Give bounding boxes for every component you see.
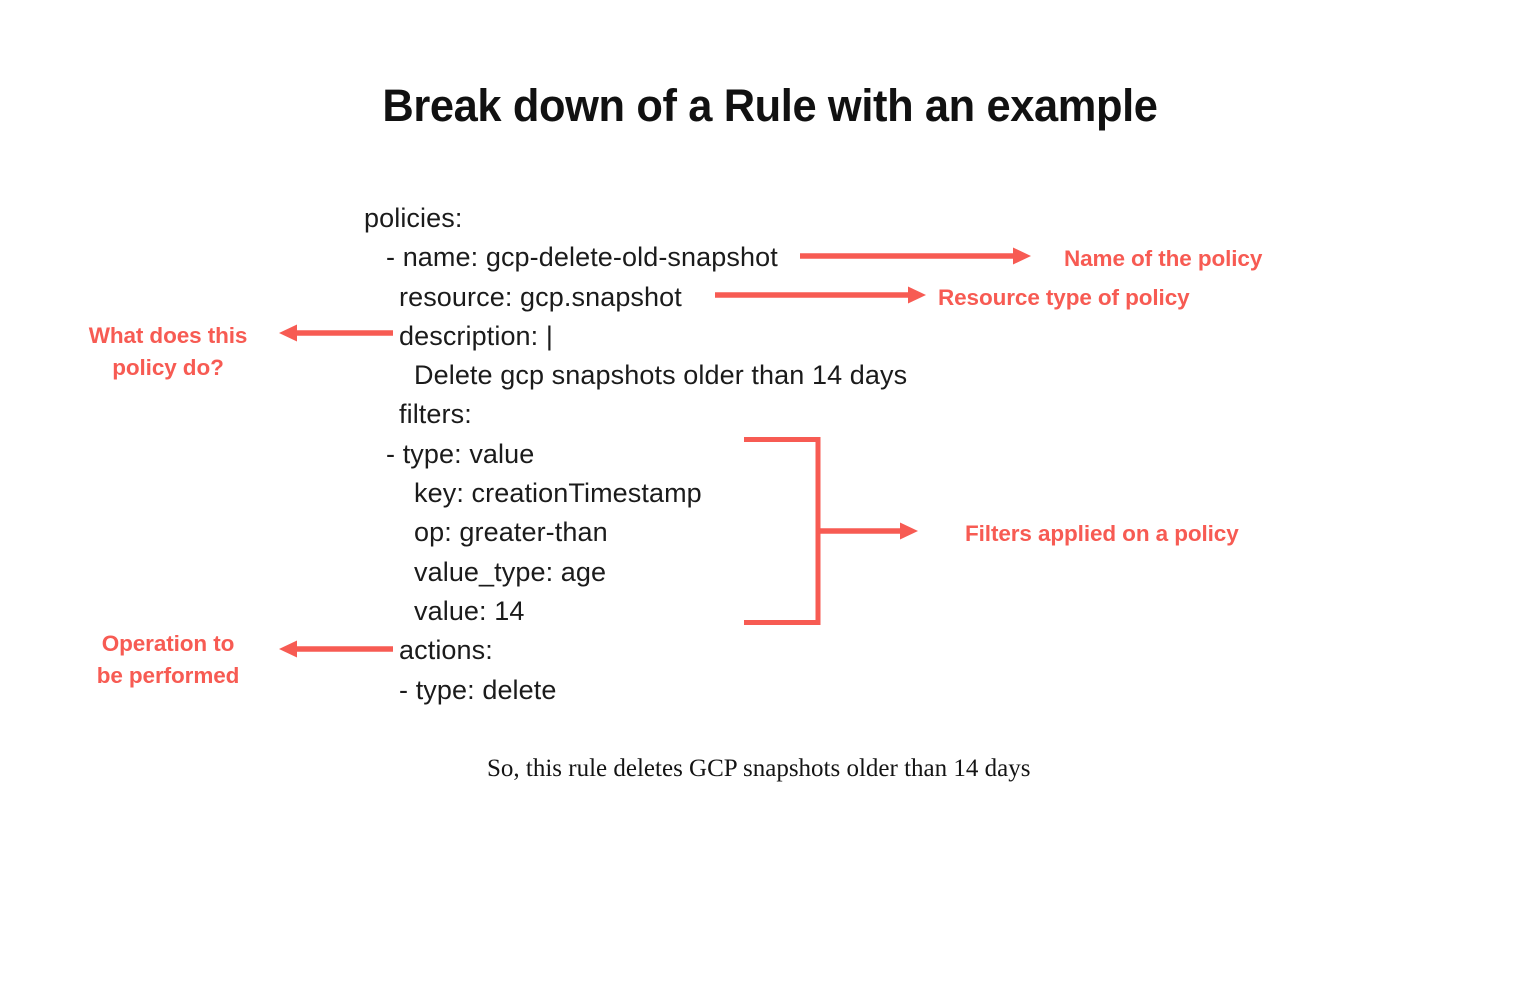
yaml-line: policies: — [364, 203, 463, 233]
yaml-line: actions: — [399, 635, 493, 666]
yaml-line: value: 14 — [414, 595, 525, 626]
arrow-operation-to-be-performed — [279, 640, 393, 658]
page-title: Break down of a Rule with an example — [382, 80, 1158, 131]
label-what-does-this-policy-do: What does this policy do? — [88, 323, 248, 380]
yaml-line: value_type: age — [414, 556, 607, 587]
yaml-line: description: | — [399, 320, 553, 351]
arrow-name-of-policy — [800, 247, 1031, 265]
yaml-line: resource: gcp.snapshot — [399, 281, 682, 312]
summary-caption: So, this rule deletes GCP snapshots olde… — [487, 755, 1031, 782]
label-resource-type-of-policy: Resource type of policy — [938, 285, 1190, 310]
yaml-line: key: creationTimestamp — [414, 478, 702, 509]
yaml-line: filters: — [399, 399, 472, 430]
yaml-line: op: greater-than — [414, 517, 608, 548]
label-name-of-policy: Name of the policy — [1064, 246, 1263, 271]
yaml-line: Delete gcp snapshots older than 14 days — [414, 360, 908, 391]
yaml-line: - name: gcp-delete-old-snapshot — [386, 242, 778, 273]
arrow-resource-type — [715, 286, 926, 304]
bracket-filters-applied — [744, 437, 918, 625]
yaml-line: - type: delete — [399, 674, 557, 705]
yaml-policy-block: policies: - name: gcp-delete-old-snapshot… — [364, 199, 907, 710]
label-operation-to-be-performed: Operation to be performed — [96, 631, 240, 688]
arrow-what-does-this-policy-do — [279, 324, 393, 342]
yaml-line: - type: value — [386, 438, 535, 469]
label-filters-applied-on-a-policy: Filters applied on a policy — [965, 521, 1239, 546]
